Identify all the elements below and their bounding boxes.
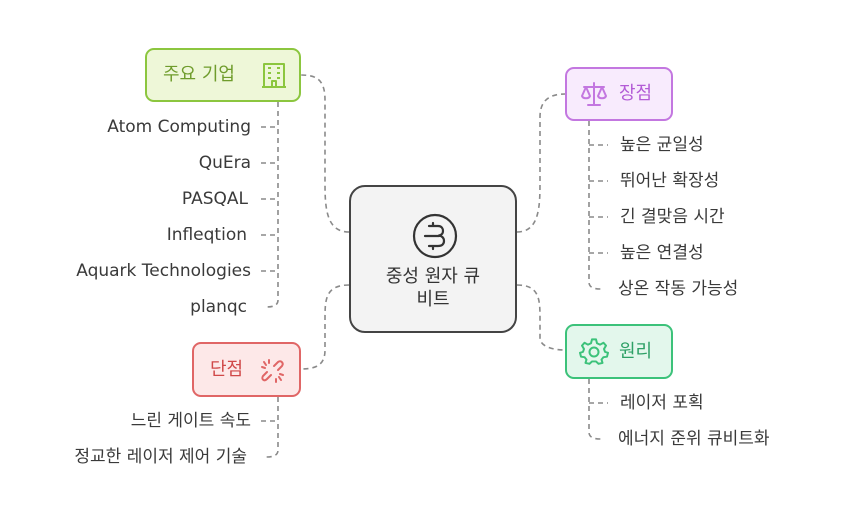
principles-node: 원리 [565,324,673,379]
broken-link-icon [261,359,284,383]
disadvantages-node: 단점 [192,342,301,397]
advantage-item: 상온 작동 가능성 [618,279,739,299]
center-title-line1: 중성 원자 큐 [385,266,481,287]
disadvantage-item: 정교한 레이저 제어 기술 [74,447,247,467]
company-item: Infleqtion [166,225,247,245]
bitcoin-b-icon [412,213,458,259]
advantage-item: 높은 균일성 [620,135,704,155]
center-node: 중성 원자 큐 비트 [349,185,517,333]
advantages-title: 장점 [619,83,653,104]
scale-icon [581,82,607,106]
companies-title: 주요 기업 [163,64,235,85]
advantage-item: 높은 연결성 [620,243,704,263]
advantage-item: 뛰어난 확장성 [620,171,720,191]
company-item: PASQAL [181,189,248,209]
principle-item: 에너지 준위 큐비트화 [618,429,770,449]
company-item: Aquark Technologies [76,261,251,281]
companies-node: 주요 기업 [145,48,301,102]
center-title-line2: 비트 [416,289,450,310]
advantage-item: 긴 결맞음 시간 [620,207,725,227]
advantages-node: 장점 [565,67,673,121]
company-item: QuEra [198,153,251,173]
gear-icon [579,338,609,365]
building-icon [262,63,286,88]
disadvantages-title: 단점 [210,359,244,380]
disadvantage-item: 느린 게이트 속도 [130,411,251,431]
principle-item: 레이저 포획 [620,393,704,413]
company-item: Atom Computing [107,117,251,137]
principles-title: 원리 [619,341,653,362]
company-item: planqc [190,297,247,317]
